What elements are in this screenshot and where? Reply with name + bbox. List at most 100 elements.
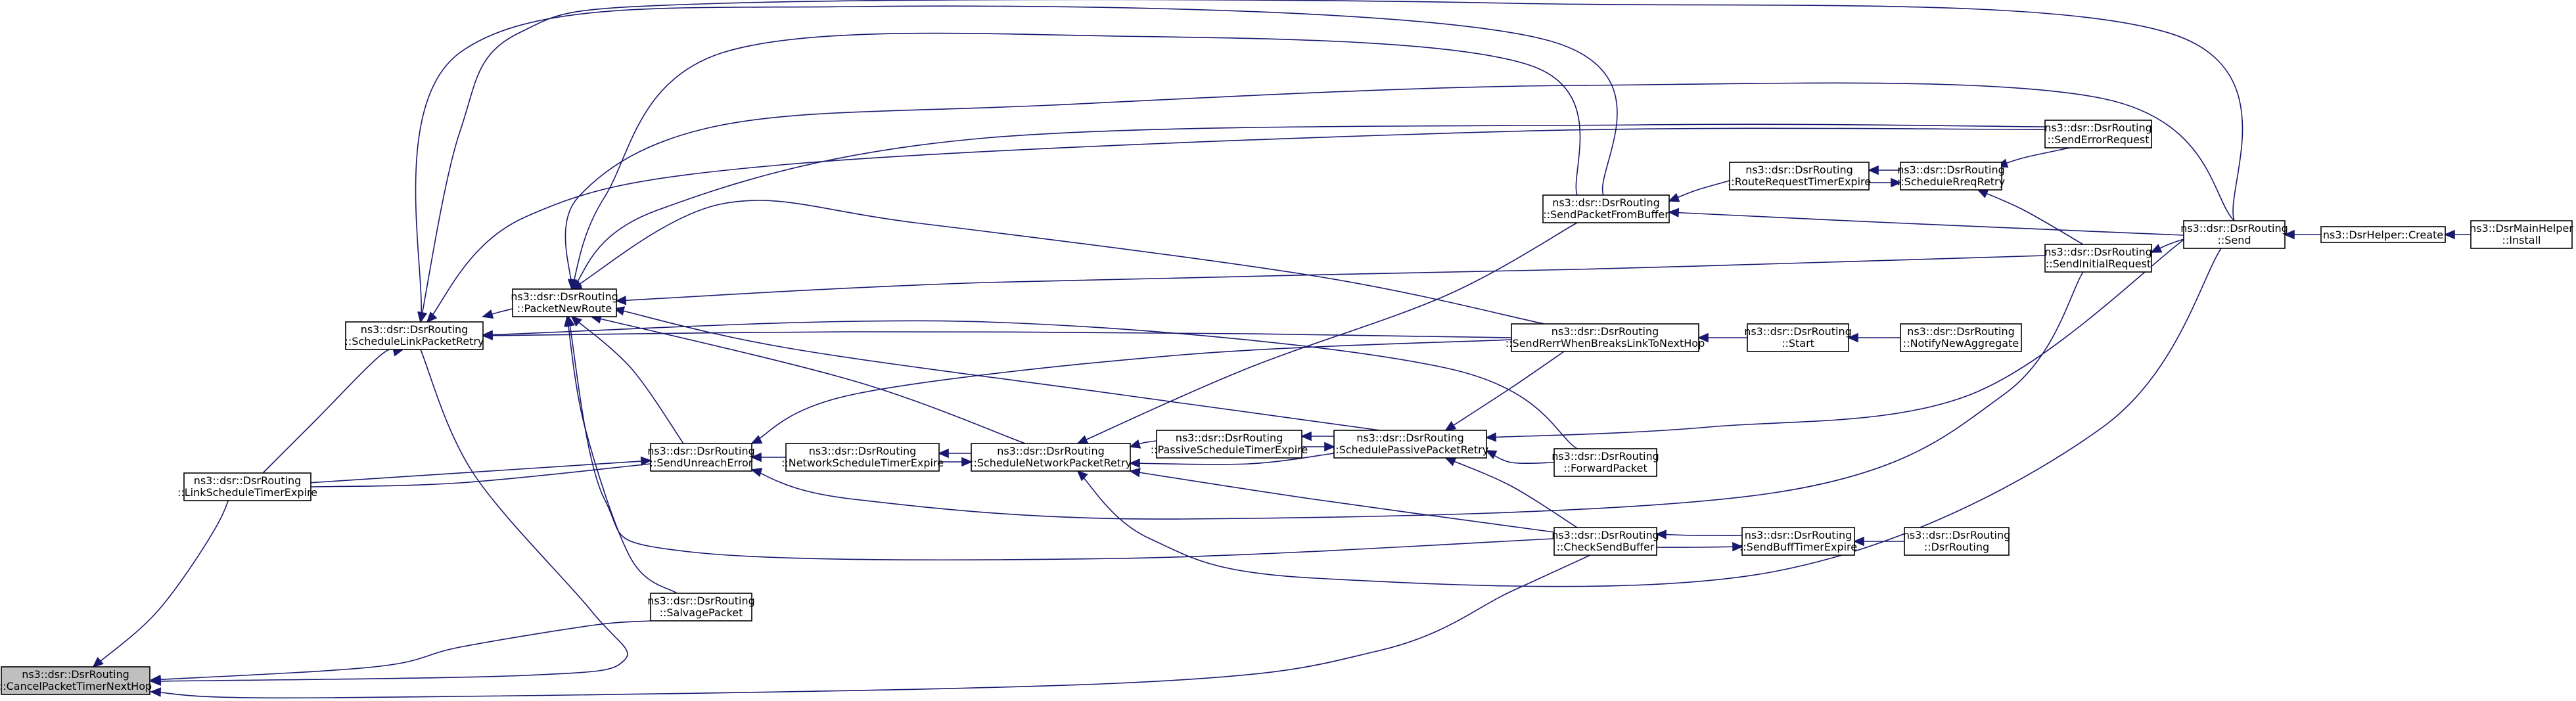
node-label-line2: ::ScheduleLinkPacketRetry (345, 335, 484, 348)
node-send[interactable]: ns3::dsr::DsrRouting::Send (2180, 220, 2288, 249)
node-label-line1: ns3::dsr::DsrRouting (1745, 164, 1853, 176)
node-label-line1: ns3::dsr::DsrRouting (2044, 246, 2152, 258)
edge-arrowhead (1076, 435, 1089, 444)
node-csb[interactable]: ns3::dsr::DsrRouting::CheckSendBuffer (1552, 527, 1659, 556)
edge-arrowhead (750, 468, 763, 478)
edge-line (614, 308, 1381, 431)
node-label-line1: ns3::dsr::DsrRouting (194, 474, 302, 487)
node-nste[interactable]: ns3::dsr::DsrRouting::NetworkScheduleTim… (781, 443, 944, 472)
node-box (345, 321, 484, 350)
node-label-line1: ns3::dsr::DsrRouting (1552, 325, 1659, 338)
node-box (1, 666, 150, 695)
node-fwd[interactable]: ns3::dsr::DsrRouting::ForwardPacket (1552, 448, 1659, 477)
node-label-line2: ::SendErrorRequest (2047, 133, 2149, 146)
node-slpr[interactable]: ns3::dsr::DsrRouting::ScheduleLinkPacket… (345, 321, 484, 350)
node-label-line2: ::SendInitialRequest (2046, 258, 2151, 270)
node-box (650, 443, 752, 472)
edge-line (150, 349, 628, 682)
node-box (1900, 323, 2022, 352)
edge-arrowhead (1852, 536, 1864, 547)
edge-spfb-to-pnr (570, 32, 1581, 290)
edge-srwb-to-sppr (1444, 351, 1565, 432)
node-nna[interactable]: ns3::dsr::DsrRouting::NotifyNewAggregate (1900, 323, 2022, 352)
edge-spfb-to-snpr (1076, 222, 1578, 444)
edge-lste-to-sue (310, 456, 653, 484)
node-label-line2: ::SalvagePacket (660, 606, 743, 619)
edge-rrte-to-srr (1869, 177, 1902, 188)
edge-line (1656, 533, 1743, 536)
node-sbte[interactable]: ns3::dsr::DsrRouting::SendBuffTimerExpir… (1739, 527, 1857, 556)
edge-sppr-to-pnr (613, 306, 1381, 431)
node-lste[interactable]: ns3::dsr::DsrRouting::LinkScheduleTimerE… (177, 472, 317, 501)
node-box (183, 472, 311, 501)
edge-sir-to-srr (1977, 189, 2084, 245)
node-salv[interactable]: ns3::dsr::DsrRouting::SalvagePacket (647, 593, 755, 622)
edge-line (751, 339, 1512, 444)
node-box (1542, 194, 1670, 223)
node-sue[interactable]: ns3::dsr::DsrRouting::SendUnreachError (647, 443, 755, 472)
edge-line (1445, 351, 1565, 431)
edge-line (1077, 222, 1578, 444)
node-rrte[interactable]: ns3::dsr::DsrRouting::RouteRequestTimerE… (1728, 162, 1871, 191)
edge-csb-to-snpr (1128, 468, 1555, 533)
edge-arrowhead (417, 311, 428, 323)
node-sppr[interactable]: ns3::dsr::DsrRouting::SchedulePassivePac… (1332, 430, 1488, 459)
node-hcreate[interactable]: ns3::DsrHelper::Create (2320, 226, 2446, 243)
edge-line (566, 316, 678, 594)
edge-line (150, 620, 651, 681)
node-ser[interactable]: ns3::dsr::DsrRouting::SendErrorRequest (2044, 120, 2152, 148)
node-srwb[interactable]: ns3::dsr::DsrRouting::SendRerrWhenBreaks… (1506, 323, 1705, 352)
node-pste[interactable]: ns3::dsr::DsrRouting::PassiveScheduleTim… (1151, 430, 1308, 459)
node-srr[interactable]: ns3::dsr::DsrRouting::ScheduleRreqRetry (1897, 162, 2005, 191)
node-install[interactable]: ns3::DsrMainHelper::Install (2470, 220, 2573, 249)
edge-arrowhead (1076, 470, 1088, 482)
edge-send-to-pnr (564, 82, 2235, 291)
node-label-line1: ns3::dsr::DsrRouting (1907, 325, 2015, 338)
edge-arrowhead (937, 448, 949, 459)
edge-slpr-to-cancel (149, 349, 628, 686)
node-snpr[interactable]: ns3::dsr::DsrRouting::ScheduleNetworkPac… (970, 443, 1132, 472)
edge-line (571, 200, 1545, 325)
edge-line (1997, 147, 2071, 167)
edge-srwb-to-pnr (570, 200, 1545, 325)
edge-send-to-snpr (1076, 248, 2222, 587)
node-label-line2: ::ScheduleRreqRetry (1897, 175, 2005, 188)
node-ctor[interactable]: ns3::dsr::DsrRouting::DsrRouting (1903, 527, 2011, 556)
node-box (1741, 527, 1855, 556)
edge-nste-to-snpr (939, 457, 973, 467)
node-label-line1: ns3::dsr::DsrRouting (2044, 122, 2152, 134)
node-label-line2: ::SchedulePassivePacketRetry (1332, 443, 1488, 456)
edge-line (415, 5, 1618, 323)
node-spfb[interactable]: ns3::dsr::DsrRouting::SendPacketFromBuff… (1542, 194, 1670, 223)
edge-arrowhead (1668, 192, 1680, 202)
edge-send-to-slpr (417, 0, 2243, 323)
edge-line (564, 82, 2235, 290)
edge-arrowhead (1847, 332, 1858, 343)
edge-ctor-to-sbte (1852, 536, 1904, 547)
node-box (512, 288, 617, 317)
node-label-line2: ::SendPacketFromBuffer (1543, 208, 1669, 221)
edge-arrowhead (1697, 332, 1709, 343)
edge-line (1668, 212, 2184, 236)
edge-lste-to-cancel (92, 472, 237, 668)
edge-arrowhead (481, 330, 493, 340)
node-sir[interactable]: ns3::dsr::DsrRouting::SendInitialRequest (2044, 244, 2152, 273)
node-box (1900, 162, 2002, 191)
edge-arrowhead (570, 315, 582, 327)
edge-arrowhead (961, 457, 973, 467)
node-box (1553, 527, 1657, 556)
edge-start-to-srwb (1697, 332, 1748, 343)
edge-arrowhead (2443, 229, 2455, 240)
edge-sppr-to-pste (1300, 431, 1334, 441)
edge-arrowhead (2283, 229, 2295, 240)
node-label-line2: ::PacketNewRoute (517, 302, 612, 315)
edge-line (616, 255, 2046, 302)
node-cancel[interactable]: ns3::dsr::DsrRouting::CancelPacketTimerN… (0, 666, 152, 695)
edge-nna-to-start (1847, 332, 1901, 343)
edge-send-to-sppr (1484, 239, 2184, 442)
node-start[interactable]: ns3::dsr::DsrRouting::Start (1744, 323, 1852, 352)
edge-arrowhead (750, 452, 762, 463)
node-pnr[interactable]: ns3::dsr::DsrRouting::PacketNewRoute (511, 288, 618, 317)
node-label-line1: ns3::dsr::DsrRouting (1356, 432, 1464, 444)
edge-arrowhead (1129, 439, 1141, 449)
